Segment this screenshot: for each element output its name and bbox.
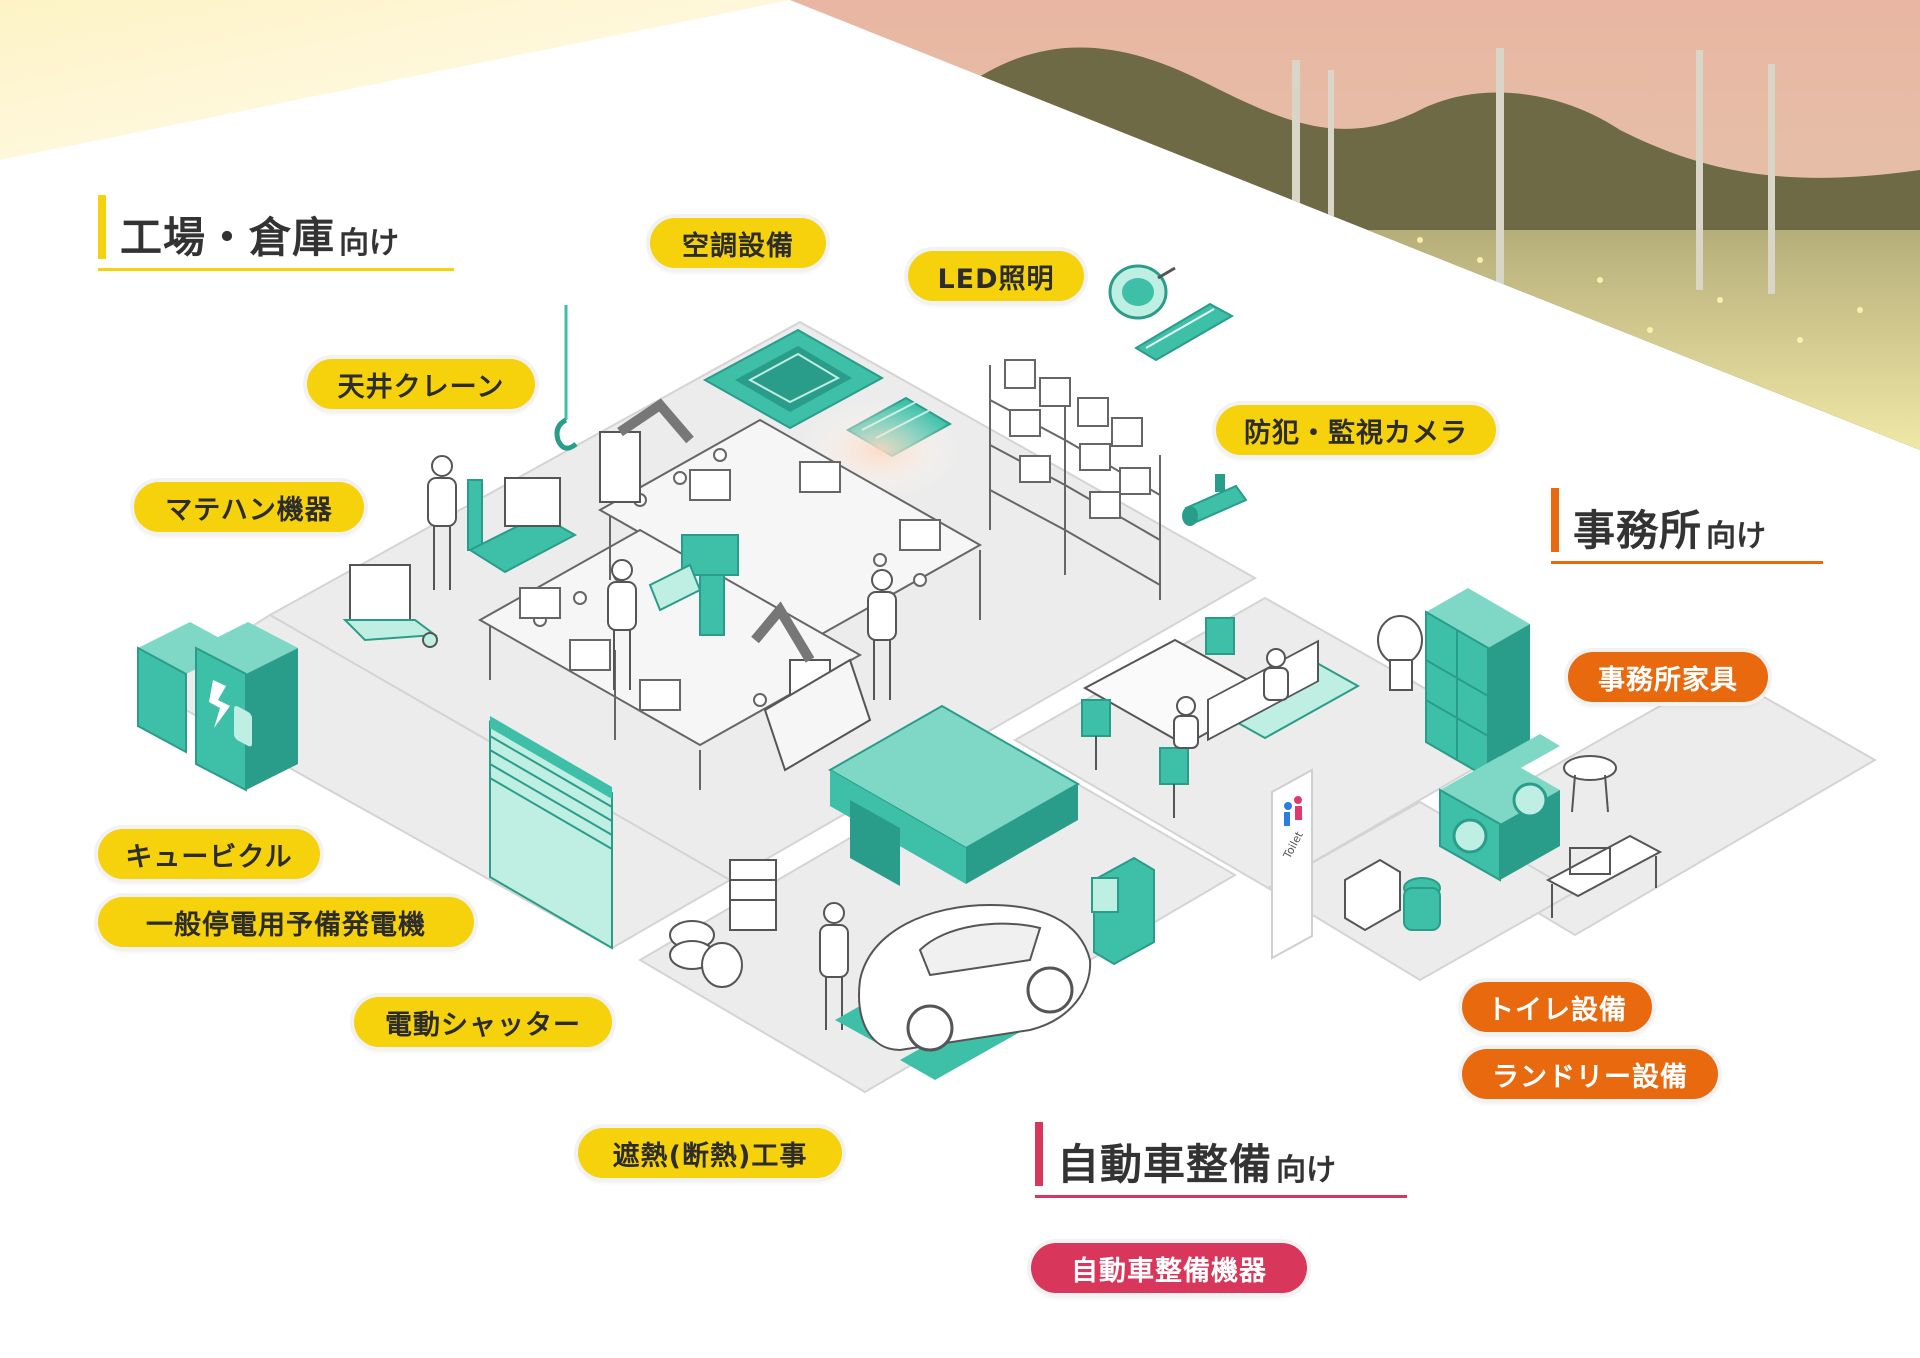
heading-factory-title: 工場・倉庫 <box>120 213 336 262</box>
top-left-glow <box>0 0 790 160</box>
label-material-handling[interactable]: マテハン機器 <box>134 482 364 532</box>
car <box>835 903 1092 1080</box>
washing-machines <box>1439 734 1560 882</box>
heading-auto-suffix: 向け <box>1276 1153 1337 1188</box>
label-backup-generator[interactable]: 一般停電用予備発電機 <box>98 897 474 947</box>
male-female-icon <box>1284 812 1290 826</box>
label-heat-insulation[interactable]: 遮熱(断熱)工事 <box>578 1128 842 1178</box>
diagnostic-machine <box>1091 856 1155 966</box>
label-security-camera[interactable]: 防犯・監視カメラ <box>1216 405 1496 455</box>
heading-office-title: 事務所 <box>1573 506 1703 555</box>
round-table <box>1545 755 1663 918</box>
tool-cart <box>669 859 777 988</box>
pallet-jack <box>467 477 578 574</box>
label-electric-shutter[interactable]: 電動シャッター <box>354 997 612 1047</box>
robot-arm <box>599 398 872 772</box>
cubicle <box>137 622 298 792</box>
auto-booth <box>827 704 1081 886</box>
label-laundry-equipment[interactable]: ランドリー設備 <box>1462 1049 1718 1099</box>
heading-underline <box>98 268 454 271</box>
lockers <box>1425 588 1530 780</box>
heading-accent-bar <box>98 195 106 259</box>
office-workers <box>1173 648 1289 749</box>
heading-accent-bar <box>1035 1122 1043 1186</box>
label-auto-maintenance-equipment[interactable]: 自動車整備機器 <box>1031 1243 1307 1293</box>
lightning-icon <box>209 680 230 728</box>
label-overhead-crane[interactable]: 天井クレーン <box>307 359 535 409</box>
office-chairs <box>1081 617 1235 818</box>
heading-auto-title: 自動車整備 <box>1057 1140 1273 1189</box>
ac-cassette <box>702 328 885 430</box>
heading-office: 事務所 向け <box>1551 486 1823 564</box>
heading-auto: 自動車整備 向け <box>1035 1120 1407 1198</box>
workers <box>427 455 897 1030</box>
air-duct <box>648 534 739 636</box>
led-fixture <box>1108 264 1235 362</box>
label-toilet-equipment[interactable]: トイレ設備 <box>1462 982 1652 1032</box>
crane-hook <box>554 305 578 451</box>
heading-underline <box>1035 1195 1407 1198</box>
heading-underline <box>1551 561 1823 564</box>
electric-shutter <box>489 716 613 950</box>
label-office-furniture[interactable]: 事務所家具 <box>1568 652 1768 702</box>
toilet-area: Toilet <box>1271 768 1441 960</box>
label-air-conditioning[interactable]: 空調設備 <box>650 218 826 268</box>
hand-cart <box>342 564 438 648</box>
label-cubicle[interactable]: キュービクル <box>98 829 320 879</box>
heading-accent-bar <box>1551 488 1559 552</box>
heading-office-suffix: 向け <box>1706 519 1767 554</box>
shelving-rack <box>989 359 1161 600</box>
industrial-photo <box>790 0 1920 450</box>
plant-pot <box>1377 615 1423 691</box>
security-camera <box>1182 474 1248 526</box>
heading-factory: 工場・倉庫 向け <box>98 193 454 271</box>
label-led-lighting[interactable]: LED照明 <box>908 251 1084 301</box>
heading-factory-suffix: 向け <box>339 226 400 261</box>
